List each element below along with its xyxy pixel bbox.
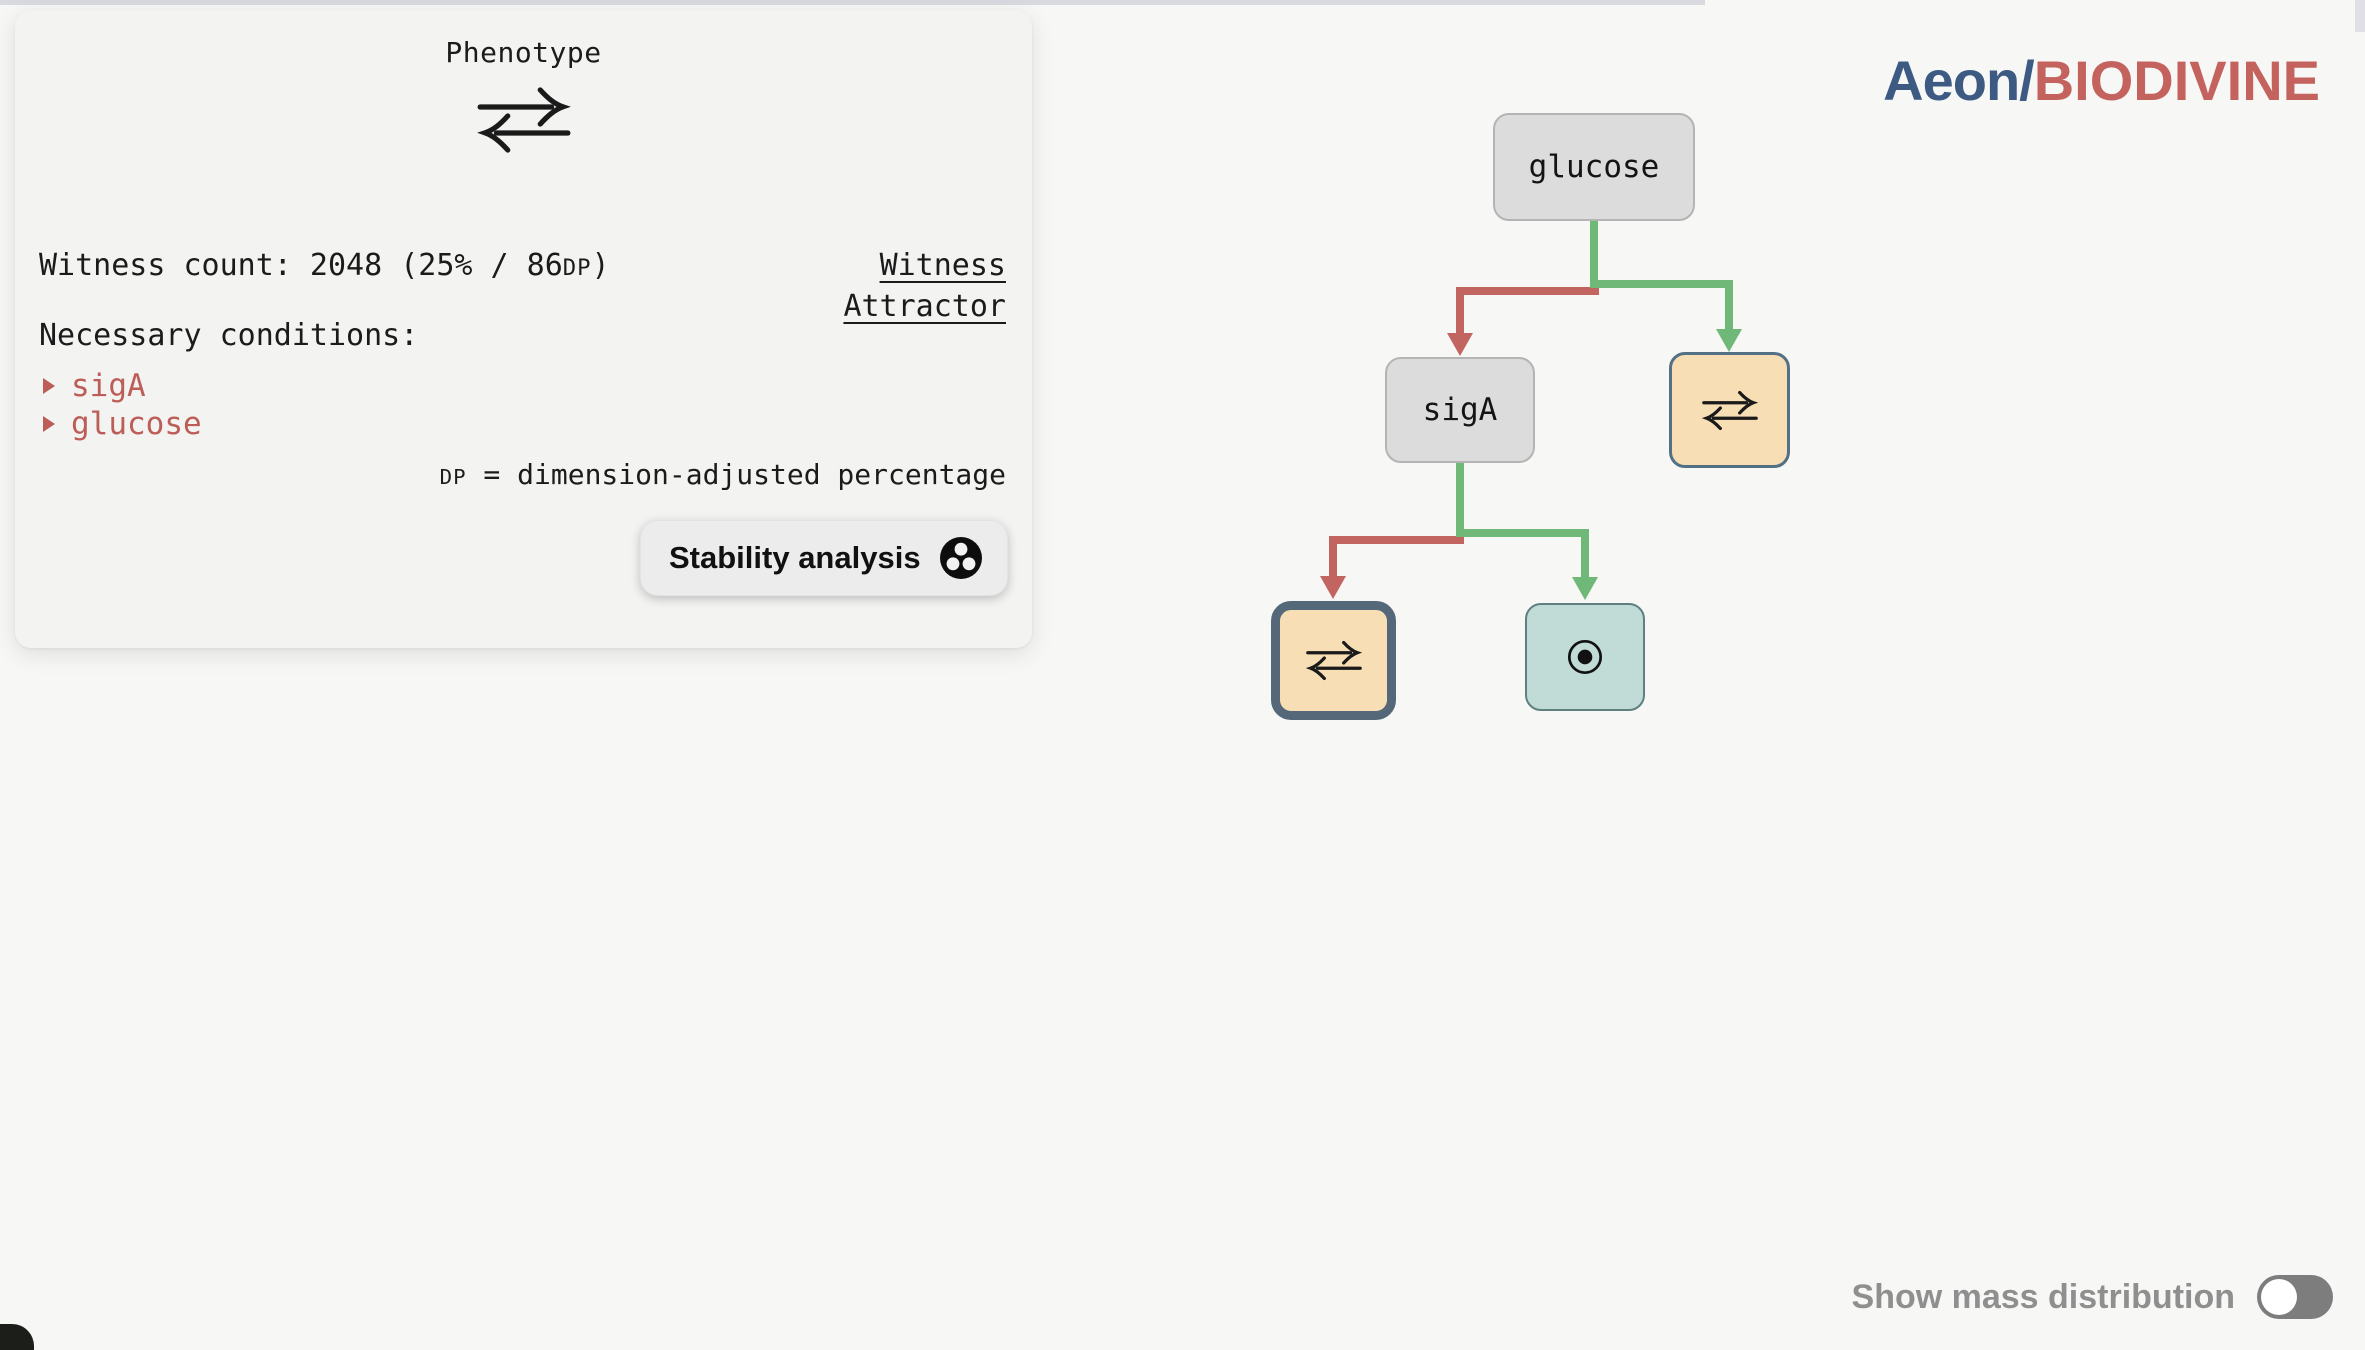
tree-node-sigA[interactable]: sigA (1385, 357, 1535, 463)
dp-unit: DP (562, 255, 592, 281)
expand-arrow-icon (43, 378, 55, 394)
reversible-arrows-icon (1701, 390, 1758, 430)
logo-biodivine: BIODIVINE (2033, 49, 2320, 112)
condition-item-sigA[interactable]: sigA (43, 368, 146, 404)
mass-distribution-toggle[interactable] (2257, 1275, 2333, 1319)
expand-arrow-icon (43, 416, 55, 432)
app-logo: Aeon/BIODIVINE (1883, 48, 2320, 113)
stability-analysis-button[interactable]: Stability analysis (640, 520, 1008, 596)
corner-panel-edge (0, 1324, 34, 1350)
reversible-arrows-icon (1305, 640, 1362, 681)
horizontal-scrollbar-thumb[interactable] (0, 0, 1705, 5)
condition-item-glucose[interactable]: glucose (43, 406, 202, 442)
node-label: glucose (1528, 149, 1660, 185)
vertical-scrollbar-thumb[interactable] (2355, 0, 2365, 32)
phenotype-panel: Phenotype Witness count: 2048 (25% / 86D… (15, 10, 1032, 648)
attractor-link[interactable]: Attractor (843, 289, 1006, 324)
tree-node-stable[interactable] (1525, 603, 1645, 711)
tree-node-mixed-right[interactable] (1669, 352, 1790, 468)
dp-explanation-text: = dimension-adjusted percentage (466, 458, 1006, 491)
stability-analysis-label: Stability analysis (669, 540, 921, 575)
mass-distribution-row: Show mass distribution (1852, 1275, 2333, 1319)
condition-label: sigA (71, 368, 146, 404)
mass-distribution-label: Show mass distribution (1851, 1277, 2235, 1316)
witness-count-text: Witness count: 2048 (25% / 86 (39, 248, 563, 283)
condition-label: glucose (71, 406, 202, 442)
tree-edges (1320, 216, 1742, 600)
tree-node-mixed-selected[interactable] (1271, 601, 1396, 720)
necessary-conditions-heading: Necessary conditions: (39, 318, 419, 353)
witness-count-close: ) (591, 248, 610, 283)
logo-aeon: Aeon/ (1883, 49, 2035, 112)
bullseye-icon (1567, 639, 1603, 675)
witness-link[interactable]: Witness (879, 248, 1006, 283)
dp-unit: DP (439, 465, 467, 489)
reversible-arrows-icon (476, 87, 571, 153)
panel-title: Phenotype (445, 36, 602, 69)
node-label: sigA (1422, 392, 1498, 428)
tree-node-glucose[interactable]: glucose (1493, 113, 1695, 221)
dp-explanation: DP = dimension-adjusted percentage (440, 458, 1006, 491)
toggle-knob (2261, 1279, 2297, 1315)
stability-analysis-icon (939, 537, 982, 579)
witness-count: Witness count: 2048 (25% / 86DP) (39, 248, 610, 283)
